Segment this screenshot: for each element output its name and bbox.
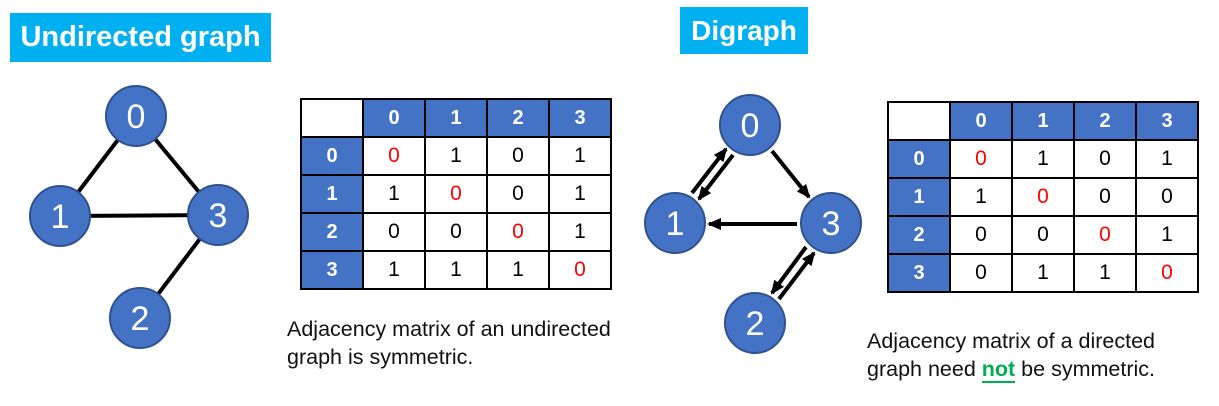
matrix-row: 3 0 1 1 0 (887, 253, 1199, 293)
matrix-row: 0 0 1 0 1 (300, 136, 612, 176)
node-3 (187, 184, 249, 246)
matrix-cell: 1 (548, 212, 612, 252)
matrix-corner-cell (300, 98, 364, 138)
matrix-col-header: 3 (548, 98, 612, 138)
matrix-row: 1 1 0 0 1 (300, 174, 612, 214)
directed-adjacency-matrix: 0 1 2 3 0 0 1 0 1 1 1 0 0 0 2 0 0 0 1 3 … (887, 101, 1199, 293)
matrix-cell: 1 (1135, 215, 1199, 255)
matrix-cell: 0 (1073, 177, 1137, 217)
directed-caption-not-highlight: not (981, 356, 1016, 383)
matrix-cell: 0 (1135, 253, 1199, 293)
matrix-cell: 1 (362, 250, 426, 290)
matrix-cell: 0 (1011, 177, 1075, 217)
matrix-cell: 1 (949, 177, 1013, 217)
edge-0-1 (58, 114, 138, 218)
matrix-cell: 0 (362, 212, 426, 252)
edge-1-3 (59, 213, 219, 218)
matrix-header-row: 0 1 2 3 (887, 101, 1199, 141)
dinode-3-label: 3 (822, 205, 841, 243)
node-2 (109, 287, 171, 349)
edge-3-2 (138, 213, 220, 320)
digraph-diagram: 0 1 3 2 (644, 94, 862, 354)
matrix-cell: 0 (1073, 215, 1137, 255)
matrix-cell: 1 (1011, 253, 1075, 293)
matrix-col-header: 2 (1073, 101, 1137, 141)
matrix-cell: 0 (949, 215, 1013, 255)
matrix-header-row: 0 1 2 3 (300, 98, 612, 138)
node-3-label: 3 (209, 197, 228, 235)
matrix-row: 0 0 1 0 1 (887, 139, 1199, 179)
matrix-col-header: 1 (424, 98, 488, 138)
matrix-cell: 0 (949, 139, 1013, 179)
directed-caption-before: Adjacency matrix of a directed graph nee… (867, 329, 1155, 381)
matrix-cell: 0 (548, 250, 612, 290)
matrix-cell: 1 (424, 136, 488, 176)
matrix-col-header: 0 (949, 101, 1013, 141)
matrix-cell: 0 (486, 136, 550, 176)
matrix-row-header: 2 (887, 215, 951, 255)
matrix-col-header: 1 (1011, 101, 1075, 141)
matrix-cell: 1 (548, 174, 612, 214)
matrix-row-header: 3 (887, 253, 951, 293)
undirected-adjacency-matrix: 0 1 2 3 0 0 1 0 1 1 1 0 0 1 2 0 0 0 1 3 … (300, 98, 612, 290)
matrix-row: 2 0 0 0 1 (887, 215, 1199, 255)
matrix-row-header: 1 (300, 174, 364, 214)
matrix-cell: 0 (424, 212, 488, 252)
matrix-cell: 0 (486, 212, 550, 252)
arrow-0-to-1 (697, 153, 735, 201)
node-0 (105, 85, 167, 147)
matrix-col-header: 0 (362, 98, 426, 138)
arrow-2-to-3 (777, 251, 816, 301)
directed-caption: Adjacency matrix of a directed graph nee… (867, 328, 1203, 383)
matrix-cell: 0 (949, 253, 1013, 293)
matrix-cell: 1 (1073, 253, 1137, 293)
digraph-title: Digraph (680, 7, 808, 54)
dinode-1-label: 1 (666, 205, 685, 243)
matrix-row: 1 1 0 0 0 (887, 177, 1199, 217)
matrix-col-header: 3 (1135, 101, 1199, 141)
node-1 (29, 185, 91, 247)
matrix-corner-cell (887, 101, 951, 141)
undirected-caption: Adjacency matrix of an undirected graph … (287, 317, 611, 369)
matrix-cell: 1 (548, 136, 612, 176)
matrix-cell: 1 (424, 250, 488, 290)
node-0-label: 0 (127, 98, 146, 136)
matrix-cell: 0 (424, 174, 488, 214)
matrix-cell: 0 (486, 174, 550, 214)
arrow-0-to-3 (770, 149, 811, 199)
node-2-label: 2 (131, 300, 150, 338)
dinode-1 (644, 192, 706, 254)
matrix-cell: 0 (1073, 139, 1137, 179)
dinode-0-label: 0 (741, 107, 760, 145)
matrix-cell: 1 (486, 250, 550, 290)
matrix-row-header: 0 (300, 136, 364, 176)
matrix-cell: 1 (1011, 139, 1075, 179)
matrix-cell: 0 (1135, 177, 1199, 217)
edge-0-3 (134, 114, 220, 217)
matrix-cell: 0 (1011, 215, 1075, 255)
arrow-1-to-0 (690, 147, 728, 195)
dinode-3 (800, 192, 862, 254)
matrix-cell: 0 (362, 136, 426, 176)
directed-caption-after: be symmetric. (1015, 356, 1155, 381)
matrix-row-header: 2 (300, 212, 364, 252)
undirected-graph-title: Undirected graph (10, 13, 271, 62)
node-1-label: 1 (51, 198, 70, 236)
matrix-row-header: 0 (887, 139, 951, 179)
matrix-row: 2 0 0 0 1 (300, 212, 612, 252)
undirected-graph-diagram: 0 1 3 2 (29, 85, 249, 349)
matrix-cell: 1 (362, 174, 426, 214)
dinode-2 (724, 292, 786, 354)
matrix-row-header: 1 (887, 177, 951, 217)
arrow-3-to-2 (770, 245, 808, 295)
matrix-row-header: 3 (300, 250, 364, 290)
matrix-cell: 1 (1135, 139, 1199, 179)
matrix-row: 3 1 1 1 0 (300, 250, 612, 290)
matrix-col-header: 2 (486, 98, 550, 138)
dinode-0 (719, 94, 781, 156)
dinode-2-label: 2 (746, 305, 765, 343)
